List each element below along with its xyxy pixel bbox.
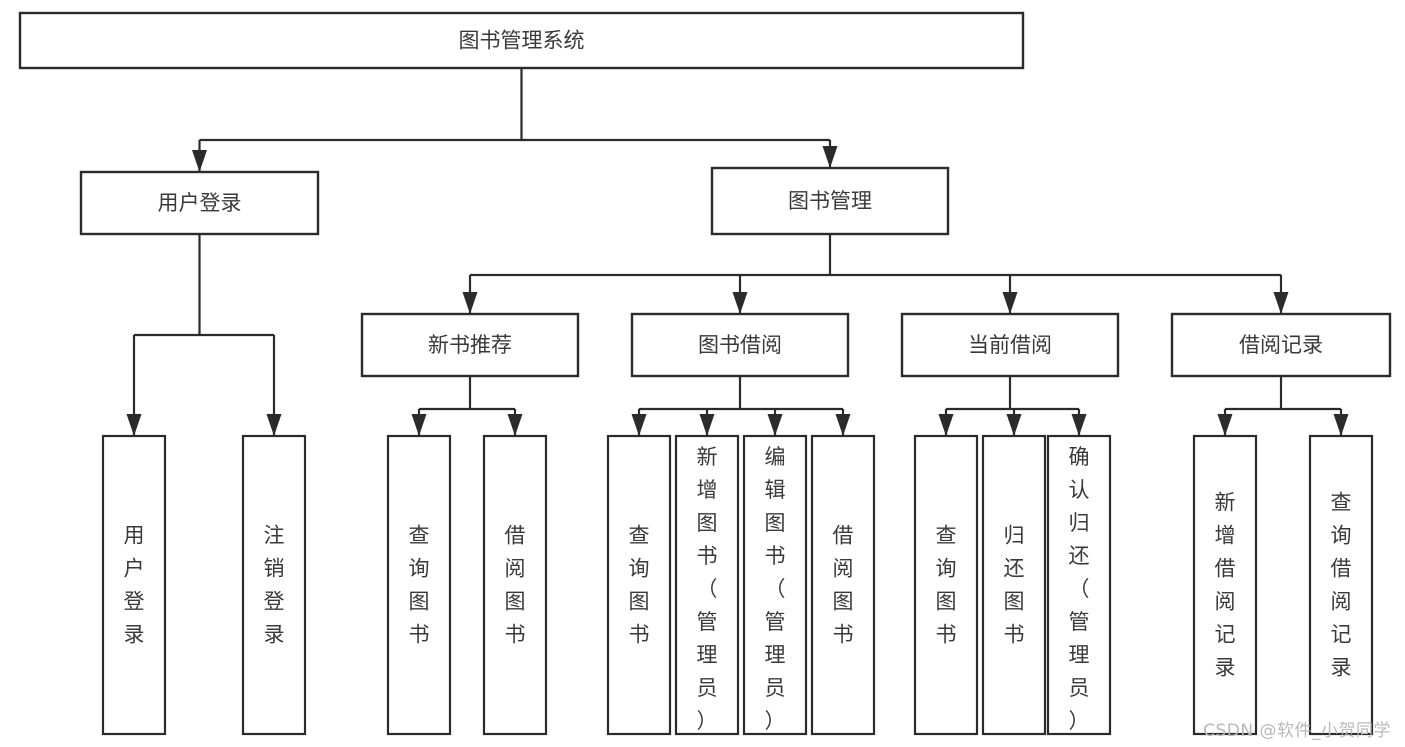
node-leaf-12-查询借阅记录[interactable]: 查询借阅记录 [1308, 434, 1374, 736]
node-box [1170, 312, 1392, 378]
node-box [79, 170, 320, 236]
arrow-head-icon [822, 146, 838, 168]
node-label: 图书管理系统 [459, 29, 585, 53]
arrow-head-icon [1006, 414, 1022, 436]
node-leaf-7-借阅图书[interactable]: 借阅图书 [810, 434, 876, 736]
node-label: 查询图书 [936, 524, 957, 647]
node-box [482, 434, 548, 736]
node-label: 借阅记录 [1239, 333, 1323, 357]
node-label: 注销登录 [264, 524, 285, 647]
node-box [241, 434, 307, 736]
node-label: 新书推荐 [428, 333, 512, 357]
node-leaf-4-查询图书[interactable]: 查询图书 [606, 434, 672, 736]
node-box [1192, 434, 1258, 736]
node-l3-0-新书推荐[interactable]: 新书推荐 [360, 312, 580, 378]
node-box [742, 434, 808, 736]
node-label: 确认归还（管理员） [1069, 445, 1090, 733]
node-label: 图书管理 [788, 189, 872, 213]
arrow-head-icon [462, 292, 478, 314]
node-label: 当前借阅 [968, 333, 1052, 357]
arrow-head-icon [1333, 414, 1349, 436]
node-label: 查询图书 [629, 524, 650, 647]
node-box [386, 434, 452, 736]
node-box [606, 434, 672, 736]
arrow-head-icon [507, 414, 523, 436]
arrow-head-icon [192, 150, 207, 172]
node-box [913, 434, 979, 736]
node-box [630, 312, 850, 378]
node-box [674, 434, 740, 736]
arrow-head-icon [266, 414, 282, 436]
node-label: 借阅图书 [833, 524, 854, 647]
node-leaf-9-归还图书[interactable]: 归还图书 [981, 434, 1047, 736]
node-label: 借阅图书 [505, 524, 526, 647]
node-l3-3-借阅记录[interactable]: 借阅记录 [1170, 312, 1392, 378]
diagram-nodes: 图书管理系统用户登录图书管理新书推荐图书借阅当前借阅借阅记录用户登录注销登录查询… [18, 11, 1392, 736]
node-label: 查询图书 [409, 524, 430, 647]
arrow-head-icon [938, 414, 954, 436]
arrow-head-icon [1071, 414, 1087, 436]
node-label: 新增图书（管理员） [697, 445, 718, 733]
node-leaf-5-新增图书管理员[interactable]: 新增图书（管理员） [674, 434, 740, 736]
arrow-head-icon [835, 414, 851, 436]
node-box [900, 312, 1120, 378]
arrow-head-icon [767, 414, 783, 436]
connector-edges [126, 68, 1349, 436]
node-root-0-图书管理系统[interactable]: 图书管理系统 [18, 11, 1025, 70]
node-leaf-3-借阅图书[interactable]: 借阅图书 [482, 434, 548, 736]
node-l3-2-当前借阅[interactable]: 当前借阅 [900, 312, 1120, 378]
node-leaf-2-查询图书[interactable]: 查询图书 [386, 434, 452, 736]
node-leaf-1-注销登录[interactable]: 注销登录 [241, 434, 307, 736]
node-leaf-8-查询图书[interactable]: 查询图书 [913, 434, 979, 736]
arrow-head-icon [1217, 414, 1233, 436]
arrow-head-icon [732, 292, 748, 314]
arrow-head-icon [1002, 292, 1018, 314]
node-label: 用户登录 [158, 191, 242, 215]
node-leaf-11-新增借阅记录[interactable]: 新增借阅记录 [1192, 434, 1258, 736]
node-leaf-10-确认归还管理员[interactable]: 确认归还（管理员） [1046, 434, 1112, 736]
node-l3-1-图书借阅[interactable]: 图书借阅 [630, 312, 850, 378]
node-box [710, 166, 950, 236]
node-leaf-0-用户登录[interactable]: 用户登录 [101, 434, 167, 736]
node-box [1046, 434, 1112, 736]
node-box [1308, 434, 1374, 736]
node-label: 新增借阅记录 [1215, 491, 1236, 680]
arrow-head-icon [411, 414, 427, 436]
arrow-head-icon [631, 414, 647, 436]
node-box [360, 312, 580, 378]
node-label: 归还图书 [1004, 524, 1025, 647]
node-leaf-6-编辑图书管理员[interactable]: 编辑图书（管理员） [742, 434, 808, 736]
node-box [981, 434, 1047, 736]
node-label: 用户登录 [124, 524, 145, 647]
node-label: 查询借阅记录 [1331, 491, 1352, 680]
node-box [18, 11, 1025, 70]
node-l2-0-用户登录[interactable]: 用户登录 [79, 170, 320, 236]
node-box [810, 434, 876, 736]
node-label: 图书借阅 [698, 333, 782, 357]
node-l2-1-图书管理[interactable]: 图书管理 [710, 166, 950, 236]
arrow-head-icon [699, 414, 715, 436]
node-box [101, 434, 167, 736]
arrow-head-icon [1273, 292, 1289, 314]
arrow-head-icon [126, 414, 142, 436]
node-label: 编辑图书（管理员） [765, 445, 786, 733]
